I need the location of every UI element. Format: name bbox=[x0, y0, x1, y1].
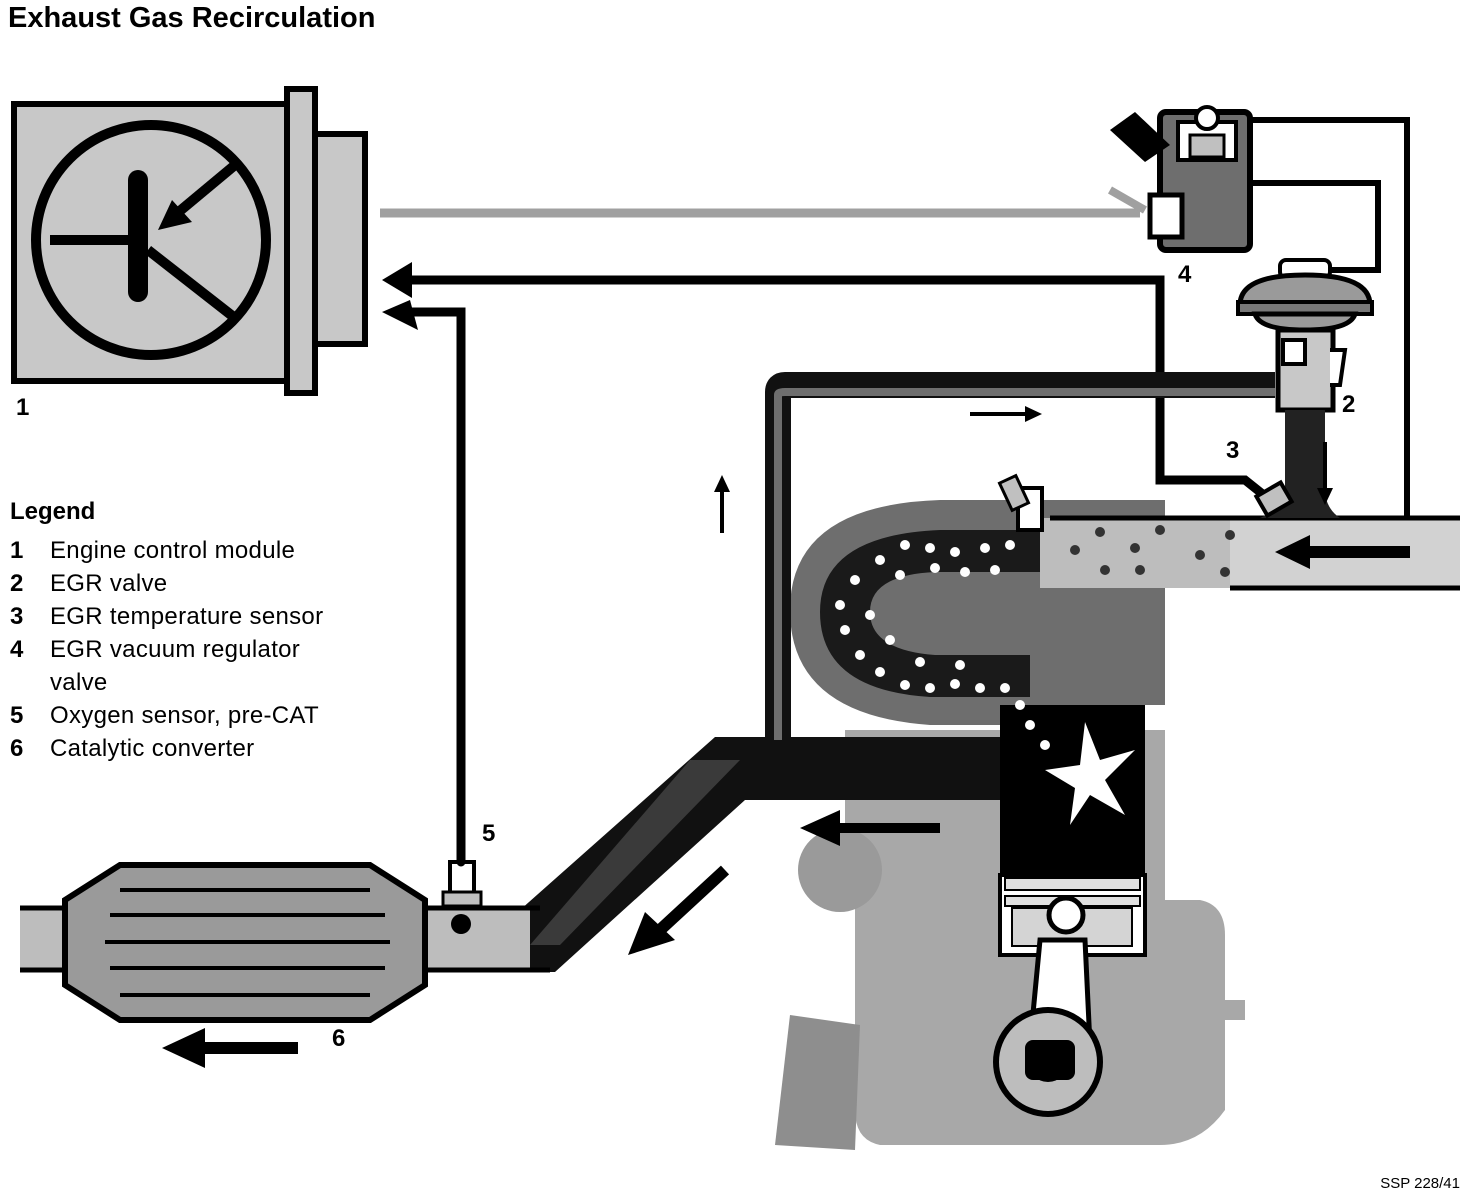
legend-item: 6 Catalytic converter bbox=[10, 732, 390, 765]
catalytic-converter bbox=[62, 862, 428, 1023]
intake-manifold bbox=[790, 500, 1460, 750]
diagram-title: Exhaust Gas Recirculation bbox=[8, 2, 376, 34]
legend-item: 2 EGR valve bbox=[10, 567, 390, 600]
vacuum-hoses bbox=[1245, 117, 1410, 518]
spark-icon bbox=[1045, 722, 1135, 825]
intake-pipe bbox=[1040, 518, 1240, 588]
legend-number: 3 bbox=[10, 603, 24, 630]
signal-wires bbox=[390, 275, 1275, 867]
callout-5: 5 bbox=[482, 820, 496, 847]
injector bbox=[997, 473, 1044, 532]
legend-number: 6 bbox=[10, 735, 24, 762]
legend-number: 1 bbox=[10, 537, 24, 564]
legend-label: EGR temperature sensor bbox=[50, 603, 324, 630]
piston-pin bbox=[1046, 895, 1086, 935]
legend-number: 4 bbox=[10, 636, 24, 663]
arrow-to-ecm-1 bbox=[382, 262, 412, 298]
piston-assembly bbox=[993, 873, 1147, 1117]
egr-vacuum-regulator-valve bbox=[1110, 105, 1253, 253]
oxygen-sensor bbox=[441, 860, 483, 934]
legend: Legend 1 Engine control module 2 EGR val… bbox=[10, 498, 390, 765]
flow-arrows bbox=[162, 406, 1333, 1068]
egr-pipe bbox=[765, 372, 1275, 740]
callout-6: 6 bbox=[332, 1025, 346, 1052]
callout-4: 4 bbox=[1178, 261, 1192, 288]
legend-label: Engine control module bbox=[50, 537, 296, 564]
egr-temperature-sensor bbox=[1253, 479, 1295, 519]
camshaft-pulley bbox=[798, 828, 882, 912]
legend-item: 4 EGR vacuum regulator valve bbox=[10, 633, 390, 699]
legend-item: 3 EGR temperature sensor bbox=[10, 600, 390, 633]
figure-code: SSP 228/41 bbox=[1380, 1175, 1460, 1192]
legend-label: Oxygen sensor, pre-CAT bbox=[50, 702, 319, 729]
legend-label: Catalytic converter bbox=[50, 735, 255, 762]
legend-label: EGR vacuum regulator valve bbox=[50, 636, 301, 696]
combustion-chamber bbox=[1000, 705, 1145, 875]
legend-item: 5 Oxygen sensor, pre-CAT bbox=[10, 699, 390, 732]
oil-pan-part bbox=[775, 1015, 860, 1150]
engine-control-module bbox=[11, 86, 368, 396]
legend-heading: Legend bbox=[10, 498, 96, 525]
legend-item: 1 Engine control module bbox=[10, 534, 390, 567]
arrow-to-ecm-2 bbox=[382, 300, 418, 330]
legend-number: 2 bbox=[10, 570, 24, 597]
callout-1: 1 bbox=[16, 394, 30, 421]
callout-3: 3 bbox=[1226, 437, 1240, 464]
legend-label: EGR valve bbox=[50, 570, 168, 597]
transistor-symbol-icon bbox=[31, 120, 271, 360]
legend-number: 5 bbox=[10, 702, 24, 729]
callout-2: 2 bbox=[1342, 391, 1356, 418]
